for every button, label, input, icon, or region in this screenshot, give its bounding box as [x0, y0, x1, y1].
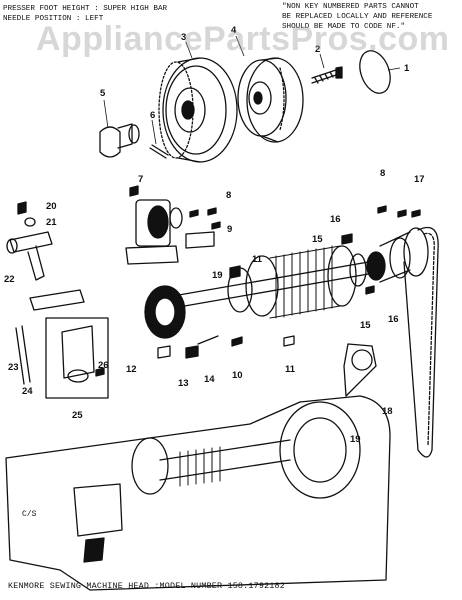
- part-9-bracket: [185, 231, 215, 249]
- callout-19-mid: 19: [212, 270, 223, 281]
- callout-24: 24: [22, 386, 33, 397]
- part-22-needle-bar-crank: [6, 231, 53, 281]
- part-12-part-14-crank: [157, 335, 219, 359]
- corner-mark: C/S: [22, 510, 37, 519]
- callout-15-top: 15: [312, 234, 323, 245]
- callout-2: 2: [315, 44, 320, 55]
- callout-11-bottom: 11: [285, 364, 296, 375]
- part-18-belt: [403, 226, 439, 458]
- header-right-line-1: "NON KEY NUMBERED PARTS CANNOT: [282, 3, 419, 11]
- part-15-collar: [341, 233, 375, 295]
- model-footer: KENMORE SEWING MACHINE HEAD :MODEL NUMBE…: [8, 581, 285, 591]
- callout-14: 14: [204, 374, 215, 385]
- callout-10: 10: [232, 370, 243, 381]
- callout-1: 1: [404, 63, 410, 74]
- part-25-inset-box: [45, 317, 109, 399]
- callout-16-top: 16: [330, 214, 341, 225]
- header-right-line-3: SHOULD BE MADE TO CODE NF.": [282, 23, 406, 31]
- part-6-pin: [149, 144, 169, 159]
- part-20-screw: [17, 201, 27, 215]
- header-right-line-2: BE REPLACED LOCALLY AND REFERENCE: [282, 13, 433, 21]
- callout-8-left: 8: [226, 190, 231, 201]
- callout-26: 26: [98, 360, 109, 371]
- header-left-line-1: PRESSER FOOT HEIGHT : SUPER HIGH BAR: [3, 5, 168, 13]
- callout-15-bottom: 15: [360, 320, 371, 331]
- callout-18: 18: [382, 406, 393, 417]
- part-21-washer: [24, 217, 36, 227]
- part-2-screw: [311, 66, 343, 84]
- part-7-clutch-assembly: [125, 185, 183, 265]
- callout-19: 19: [350, 434, 361, 445]
- header-left-line-2: NEEDLE POSITION : LEFT: [3, 15, 104, 23]
- callout-5: 5: [100, 88, 106, 99]
- watermark: AppliancePartsPros.com: [36, 20, 450, 58]
- part-8-screw-set: [189, 207, 221, 230]
- presser-foot-note: PRESSER FOOT HEIGHT : SUPER HIGH BAR NEE…: [3, 4, 167, 24]
- part-17-washer: [377, 205, 421, 218]
- part-10-set-screw: [231, 336, 243, 347]
- callout-22: 22: [4, 274, 15, 285]
- callout-8-right: 8: [380, 168, 385, 179]
- callout-9: 9: [227, 224, 232, 235]
- callout-20: 20: [46, 201, 57, 212]
- part-1-cover-disc: [359, 50, 391, 94]
- callout-17: 17: [414, 174, 425, 185]
- callout-16-bottom: 16: [388, 314, 399, 325]
- part-23-part-24-links: [15, 289, 85, 385]
- callout-25: 25: [72, 410, 83, 421]
- callout-11-top: 11: [252, 254, 263, 265]
- part-26-screw: [95, 367, 105, 377]
- part-19-bobbin-winder-arm: [343, 343, 377, 397]
- callout-23: 23: [8, 362, 19, 373]
- part-3-large-gear: [158, 57, 238, 163]
- callout-12: 12: [126, 364, 137, 375]
- callout-6: 6: [150, 110, 155, 121]
- machine-head-body: [5, 395, 391, 591]
- callout-7: 7: [138, 174, 143, 185]
- part-4-hand-wheel: [237, 57, 304, 143]
- part-5-bobbin-winder: [99, 123, 140, 158]
- callout-4: 4: [231, 25, 237, 36]
- part-11-bushing: [229, 265, 295, 347]
- callout-21: 21: [46, 217, 57, 228]
- callout-13: 13: [178, 378, 189, 389]
- non-key-parts-note: "NON KEY NUMBERED PARTS CANNOT BE REPLAC…: [282, 2, 432, 32]
- callout-3: 3: [181, 32, 186, 43]
